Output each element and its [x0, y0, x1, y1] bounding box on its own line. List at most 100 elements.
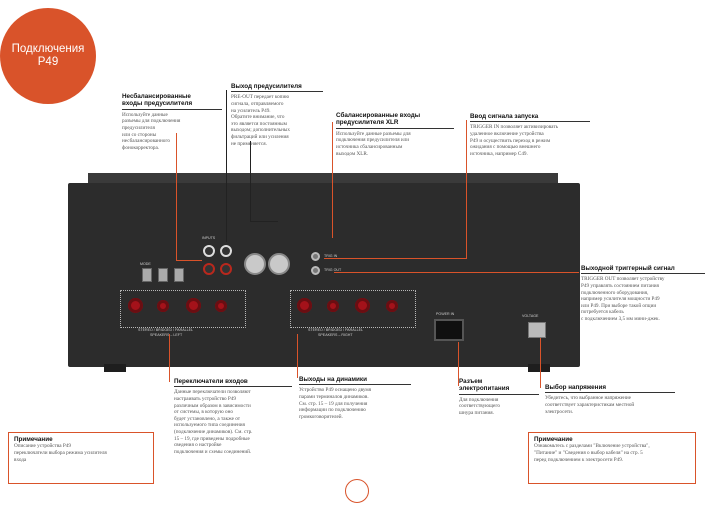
callout-line: это является постоянным: [231, 120, 287, 127]
callout-line: не применяется.: [231, 140, 267, 147]
voltage-selector[interactable]: [528, 322, 546, 338]
xlr-input-left[interactable]: [244, 253, 266, 275]
callout-title: предусилителя XLR: [336, 119, 454, 129]
callout-line: Убедитесь, что выбранное напряжение: [545, 395, 631, 402]
voltage-label: VOLTAGE: [522, 314, 539, 318]
callout-line: (подключение динамиков). См. стр.: [174, 428, 253, 435]
speaker-terminal[interactable]: [327, 300, 339, 312]
callout-title: Выбор напряжения: [545, 384, 675, 394]
callout-line: 15 – 19, где приведены подробные: [174, 435, 250, 442]
callout-line: Обратите внимание, что: [231, 114, 285, 121]
callout-line: электросети.: [545, 408, 574, 415]
badge-model: P49: [37, 56, 59, 68]
speaker-terminal[interactable]: [186, 298, 201, 313]
speaker-terminal[interactable]: [386, 300, 398, 312]
callout-line: P49 и осуществить переход в режим: [470, 137, 551, 144]
trigger-in-label: TRIG IN: [324, 254, 338, 258]
rca-preout-left[interactable]: [220, 245, 232, 257]
power-inlet[interactable]: [434, 319, 464, 341]
callout-title: Ввод сигнала запуска: [470, 113, 590, 123]
callout-voltage-select: Выбор напряжения Убедитесь, что выбранно…: [545, 384, 675, 415]
callout-line: фонокорректора.: [122, 144, 160, 151]
callout-line: с подключением 3,5 мм мини-джек.: [581, 315, 660, 322]
callout-line: подключения предусилителя или: [336, 137, 410, 144]
callout-line: См. стр. 15 – 19 для получения: [299, 400, 368, 407]
speaker-terminal[interactable]: [297, 298, 312, 313]
note-line: переключатели выбора режима усилителя: [14, 450, 107, 456]
callout-line: соответствующего: [459, 403, 500, 410]
trigger-out-jack[interactable]: [311, 266, 320, 275]
callout-line: TRIGGER OUT позволяет устройству: [581, 276, 665, 283]
callout-line: P49 управлять состоянием питания: [581, 283, 659, 289]
note-line: перед подключением к электросети P49.: [534, 456, 624, 463]
note-line: Ознакомьтесь с разделами "Включение устр…: [534, 443, 650, 450]
inputs-label: INPUTS: [202, 236, 216, 240]
callout-line: Устройство P49 оснащено двумя: [299, 387, 372, 394]
callout-line: Для подключения: [459, 396, 499, 403]
xlr-input-right[interactable]: [268, 253, 290, 275]
note-line: "Питание" и "Сведения о выбор кабеля" на…: [534, 450, 643, 456]
bridge-label-left: STEREO / BRIDGED / PARALLEL: [138, 328, 194, 332]
callout-line: на усилитель P49.: [231, 107, 271, 114]
rca-preout-right[interactable]: [220, 263, 232, 275]
callout-line: информации по подключению: [299, 407, 366, 414]
callout-line: подключения и схемы соединений.: [174, 448, 252, 455]
rca-input-left[interactable]: [203, 245, 215, 257]
callout-line: источника сбалансированным: [336, 144, 403, 150]
callout-title: Выход предусилителя: [231, 83, 323, 93]
note-right: Примечание Ознакомьтесь с разделами "Вкл…: [528, 432, 696, 484]
callout-line: подключенного оборудования,: [581, 289, 649, 296]
callout-title: Сбалансированные входы: [336, 112, 421, 119]
callout-line: удаленное включение устройства: [470, 131, 544, 137]
callout-line: или P49. При выборе такой опции: [581, 302, 657, 309]
callout-line: парами терминалов динамиков.: [299, 394, 369, 400]
callout-pre-out: Выход предусилителя PRE-OUT передает коп…: [231, 83, 323, 147]
bridge-label-right: STEREO / BRIDGED / PARALLEL: [308, 328, 364, 332]
speaker-terminal[interactable]: [157, 300, 169, 312]
callout-line: громкоговорителей.: [299, 413, 343, 420]
callout-line: PRE-OUT передает копию: [231, 94, 290, 101]
page-marker-circle: [345, 479, 369, 503]
mode-switch-2[interactable]: [158, 268, 168, 282]
callout-line: будет установлено, а также от: [174, 415, 241, 422]
callout-line: фильтраций или усиления: [231, 133, 289, 140]
callout-line: сведения о настройке: [174, 442, 222, 449]
note-title: Примечание: [534, 436, 573, 443]
callout-title: Выходной триггерный сигнал: [581, 265, 705, 275]
callout-line: предусилителя: [122, 125, 155, 131]
callout-line: от системы, в которую оно: [174, 409, 233, 416]
callout-line: шнура питания.: [459, 410, 494, 416]
callout-line: потребуется кабель: [581, 309, 624, 316]
callout-line: настраивать устройство P49: [174, 396, 236, 402]
callout-title: Выходы на динамики: [299, 376, 411, 386]
callout-line: несбалансированного: [122, 138, 170, 145]
speaker-terminal[interactable]: [355, 298, 370, 313]
callout-line: выходом XLR.: [336, 150, 369, 157]
callout-line: Используйте данные разъемы для: [336, 130, 411, 137]
callout-title: Несбалансированные: [122, 93, 191, 100]
trigger-out-label: TRIG OUT: [324, 268, 342, 272]
note-title: Примечание: [14, 436, 53, 443]
badge-title: Подключения: [11, 43, 85, 55]
callout-line: сигнала, отправляемого: [231, 101, 284, 107]
callout-trigger-in: Ввод сигнала запуска TRIGGER IN позволяе…: [470, 113, 590, 157]
callout-line: разъемы для подключения: [122, 118, 181, 125]
trigger-in-jack[interactable]: [311, 252, 320, 261]
callout-line: источника, например C49.: [470, 150, 528, 157]
device-foot: [528, 364, 550, 372]
mode-switch-3[interactable]: [174, 268, 184, 282]
callout-line: различным образом в зависимости: [174, 402, 251, 409]
callout-line: TRIGGER IN позволяет активизировать: [470, 124, 558, 131]
device-top-edge: [88, 173, 558, 185]
device-rear-panel: [68, 183, 580, 367]
callout-line: например усилителя мощности P49: [581, 296, 660, 303]
speaker-terminals-left: [120, 290, 246, 328]
callout-title: электропитания: [459, 385, 539, 395]
speaker-terminal[interactable]: [128, 298, 143, 313]
speakers-left-label: SPEAKERS – LEFT: [150, 333, 183, 337]
section-badge: Подключения P49: [0, 8, 96, 104]
callout-trigger-out: Выходной триггерный сигнал TRIGGER OUT п…: [581, 265, 705, 323]
rca-input-right[interactable]: [203, 263, 215, 275]
mode-switch-1[interactable]: [142, 268, 152, 282]
speaker-terminal[interactable]: [215, 300, 227, 312]
